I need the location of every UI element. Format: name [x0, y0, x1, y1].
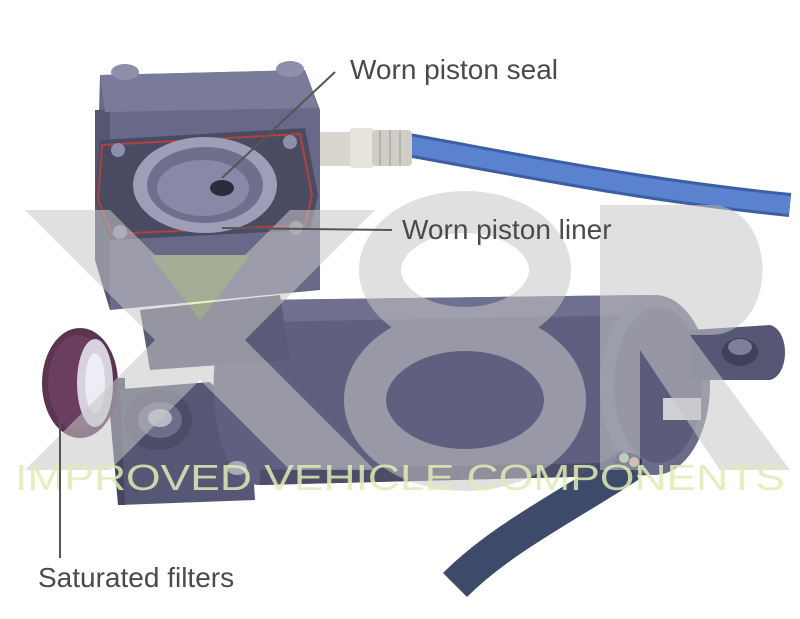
label-worn-piston-seal: Worn piston seal: [350, 54, 559, 85]
label-worn-piston-liner: Worn piston liner: [402, 214, 612, 245]
seal-leader-line: [221, 71, 336, 179]
air-hose: [405, 133, 792, 217]
leader-lines: [59, 71, 393, 558]
watermark-tagline: IMPROVED VEHICLE COMPONENTS: [15, 457, 785, 498]
hose-fitting: [318, 128, 412, 168]
liner-leader-line: [221, 227, 393, 231]
label-saturated-filters: Saturated filters: [38, 562, 235, 593]
x8r-watermark-logo: [25, 191, 790, 491]
mounting-ear: [690, 325, 785, 380]
